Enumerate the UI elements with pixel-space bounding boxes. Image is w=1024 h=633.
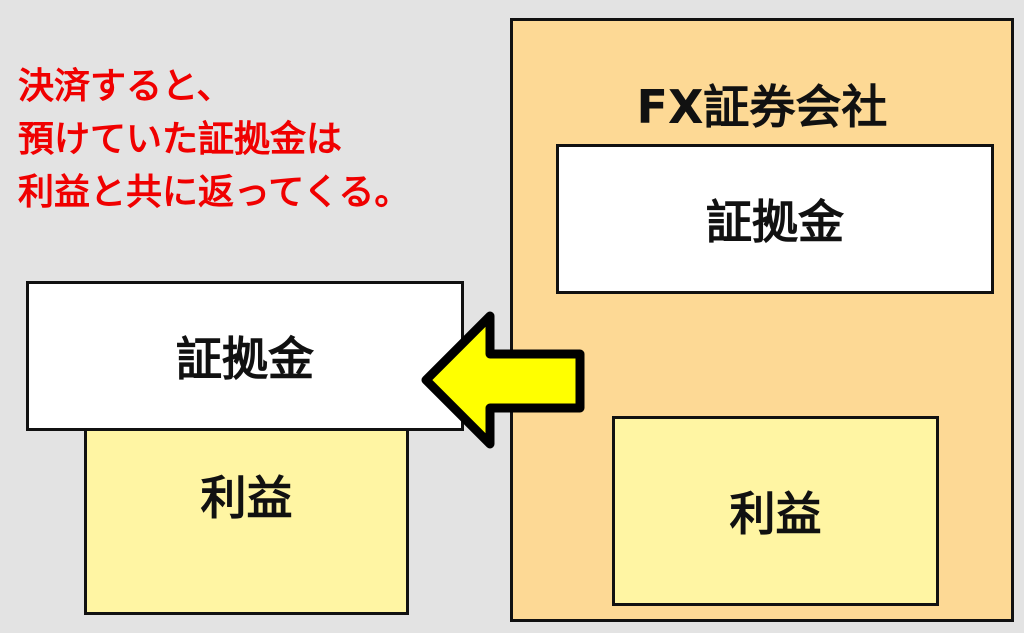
trader-margin-label: 証拠金 <box>176 332 314 386</box>
company-margin-box: 証拠金 <box>556 144 994 294</box>
company-margin-label: 証拠金 <box>706 195 844 249</box>
company-profit-box: 利益 <box>612 416 939 606</box>
trader-profit-box: 利益 <box>84 420 409 615</box>
fx-company-title: FX証券会社 <box>636 80 888 134</box>
trader-profit-label: 利益 <box>200 471 293 525</box>
caption-text: 決済すると、 預けていた証拠金は 利益と共に返ってくる。 <box>18 66 411 213</box>
company-profit-label: 利益 <box>729 487 822 541</box>
trader-margin-box: 証拠金 <box>26 281 464 431</box>
